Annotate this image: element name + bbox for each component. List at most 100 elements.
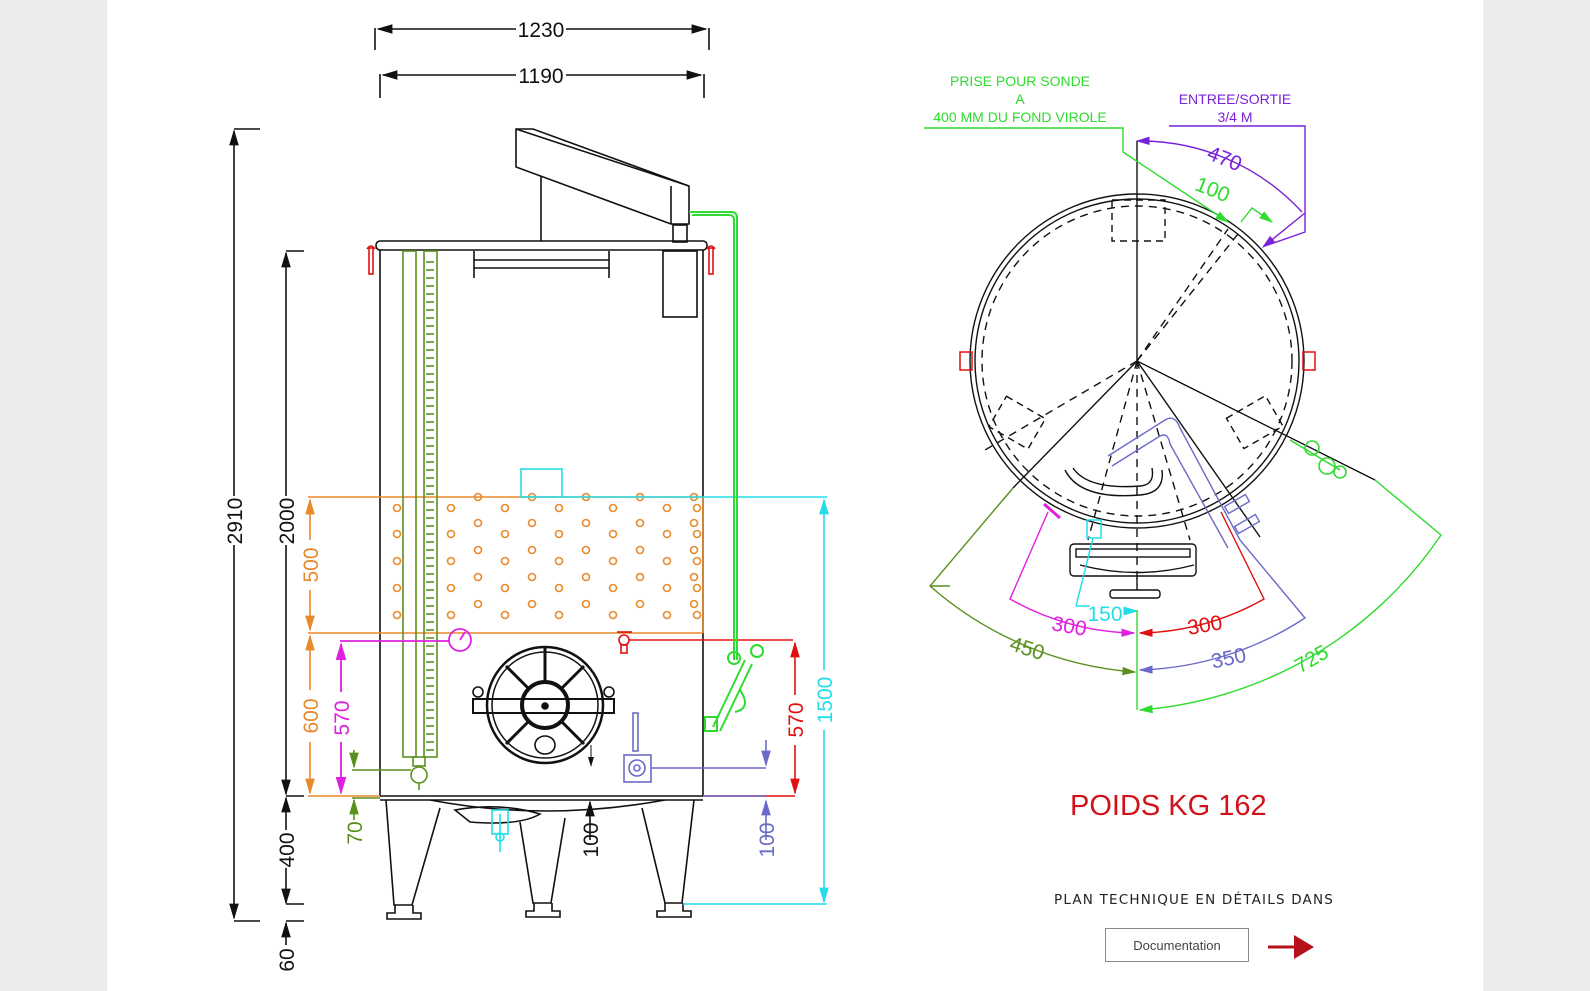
jacket-dimple [392,503,402,513]
jacket-dimple [581,545,591,555]
dim-overall-width [374,24,710,50]
level-gauge-ticks [426,261,434,751]
dim-level-gauge-label: 70 [344,821,367,844]
jacket-dimples [392,492,702,620]
dim-leg-height-label: 400 [276,832,299,867]
jacket-dimple [692,503,702,513]
dim-inlet-arc-label: 470 [1204,142,1245,176]
jacket-dimple [581,518,591,528]
jacket-dimple [446,556,456,566]
jacket-dimple [692,610,702,620]
dim-foot-adjust [281,920,304,945]
jacket-dimple [554,503,564,513]
jacket-dimple [608,556,618,566]
probe-label-line2: A [1015,91,1025,107]
elevation-dim-labels: 1230 1190 2910 2000 400 60 500 600 570 7… [224,19,837,972]
plan-probe [1289,439,1347,479]
dim-body-height-label: 2000 [276,498,299,545]
dim-350-label: 350 [1209,644,1248,674]
jacket-dimple [581,572,591,582]
cooling-pipe [689,211,764,732]
jacket-dimple [392,556,402,566]
dim-300-right-label: 300 [1186,611,1225,640]
jacket-dimple [662,529,672,539]
dim-jacket-height-label: 500 [300,547,323,582]
jacket-dimple [608,529,618,539]
inlet-label-line2: 3/4 M [1217,109,1252,125]
probe-label-line1: PRISE POUR SONDE [950,73,1090,89]
manway-door [472,645,615,767]
drain-valve [491,809,509,852]
tank-legs [385,799,695,920]
dim-lower-zone-label: 600 [300,698,323,733]
drawing-sheet [107,0,1483,991]
jacket-dimple [554,610,564,620]
jacket-dimple [473,492,483,502]
dim-450-label: 450 [1007,632,1047,665]
jacket-dimple [446,610,456,620]
documentation-button[interactable]: Documentation [1105,928,1249,962]
jacket-dimple [608,583,618,593]
jacket-dimple [527,572,537,582]
jacket-dimple [635,518,645,528]
plan-drain [1075,519,1139,616]
dim-valve-label: 100 [756,822,779,857]
outlet-valve [623,712,771,840]
thermometer [335,628,472,795]
jacket-dimple [689,545,699,555]
jacket-dimple [608,503,618,513]
tank-canopy [515,128,690,243]
jacket-dimple [608,610,618,620]
jacket-dimple [473,545,483,555]
jacket-dimple [689,599,699,609]
dim-thermometer-label: 570 [331,700,354,735]
jacket-dimple [554,583,564,593]
dim-body-width [379,70,705,98]
dim-725-label: 725 [1291,641,1333,678]
jacket-dimple [392,610,402,620]
plan-view [969,141,1376,599]
elevation-view [229,24,710,945]
tank-body [375,240,708,801]
jacket-dimple [689,572,699,582]
level-gauge [349,250,438,820]
jacket-dimple [473,572,483,582]
dim-body-width-label: 1190 [518,65,563,88]
jacket-dimple [473,599,483,609]
jacket-dimple [692,529,702,539]
jacket-dimple [635,599,645,609]
jacket-dimple [500,610,510,620]
jacket-dimple [500,556,510,566]
probe-label-line3: 400 MM DU FOND VIROLE [933,109,1106,125]
jacket-dimple [527,545,537,555]
jacket-dimple [446,583,456,593]
arrow-right-icon[interactable] [1266,933,1316,961]
jacket-dimple [527,599,537,609]
jacket-dimple [689,518,699,528]
dim-300-left-label: 300 [1050,612,1089,641]
dim-overall-width-label: 1230 [518,19,565,42]
weight-label: POIDS KG 162 [1070,790,1267,822]
jacket-dimple [692,556,702,566]
dim-total-height [229,128,260,922]
jacket-dimple [662,610,672,620]
inlet-label-line1: ENTREE/SORTIE [1179,91,1292,107]
jacket-dimple [446,503,456,513]
jacket-dimple [692,583,702,593]
jacket-dimple [446,529,456,539]
plan-outlet-pipe [1107,417,1261,549]
dim-hatch-label: 1500 [814,677,837,724]
lifting-lugs [366,245,716,275]
dim-drain-label: 100 [580,822,603,857]
jacket-dimple [554,556,564,566]
dim-body-height [281,250,304,797]
dim-150-label: 150 [1087,603,1122,626]
jacket-dimple [554,529,564,539]
jacket-dimple [500,583,510,593]
jacket-dimple [392,529,402,539]
jacket-dimple [662,503,672,513]
jacket-dimple [662,556,672,566]
jacket-dimple [527,518,537,528]
jacket-dimple [581,599,591,609]
